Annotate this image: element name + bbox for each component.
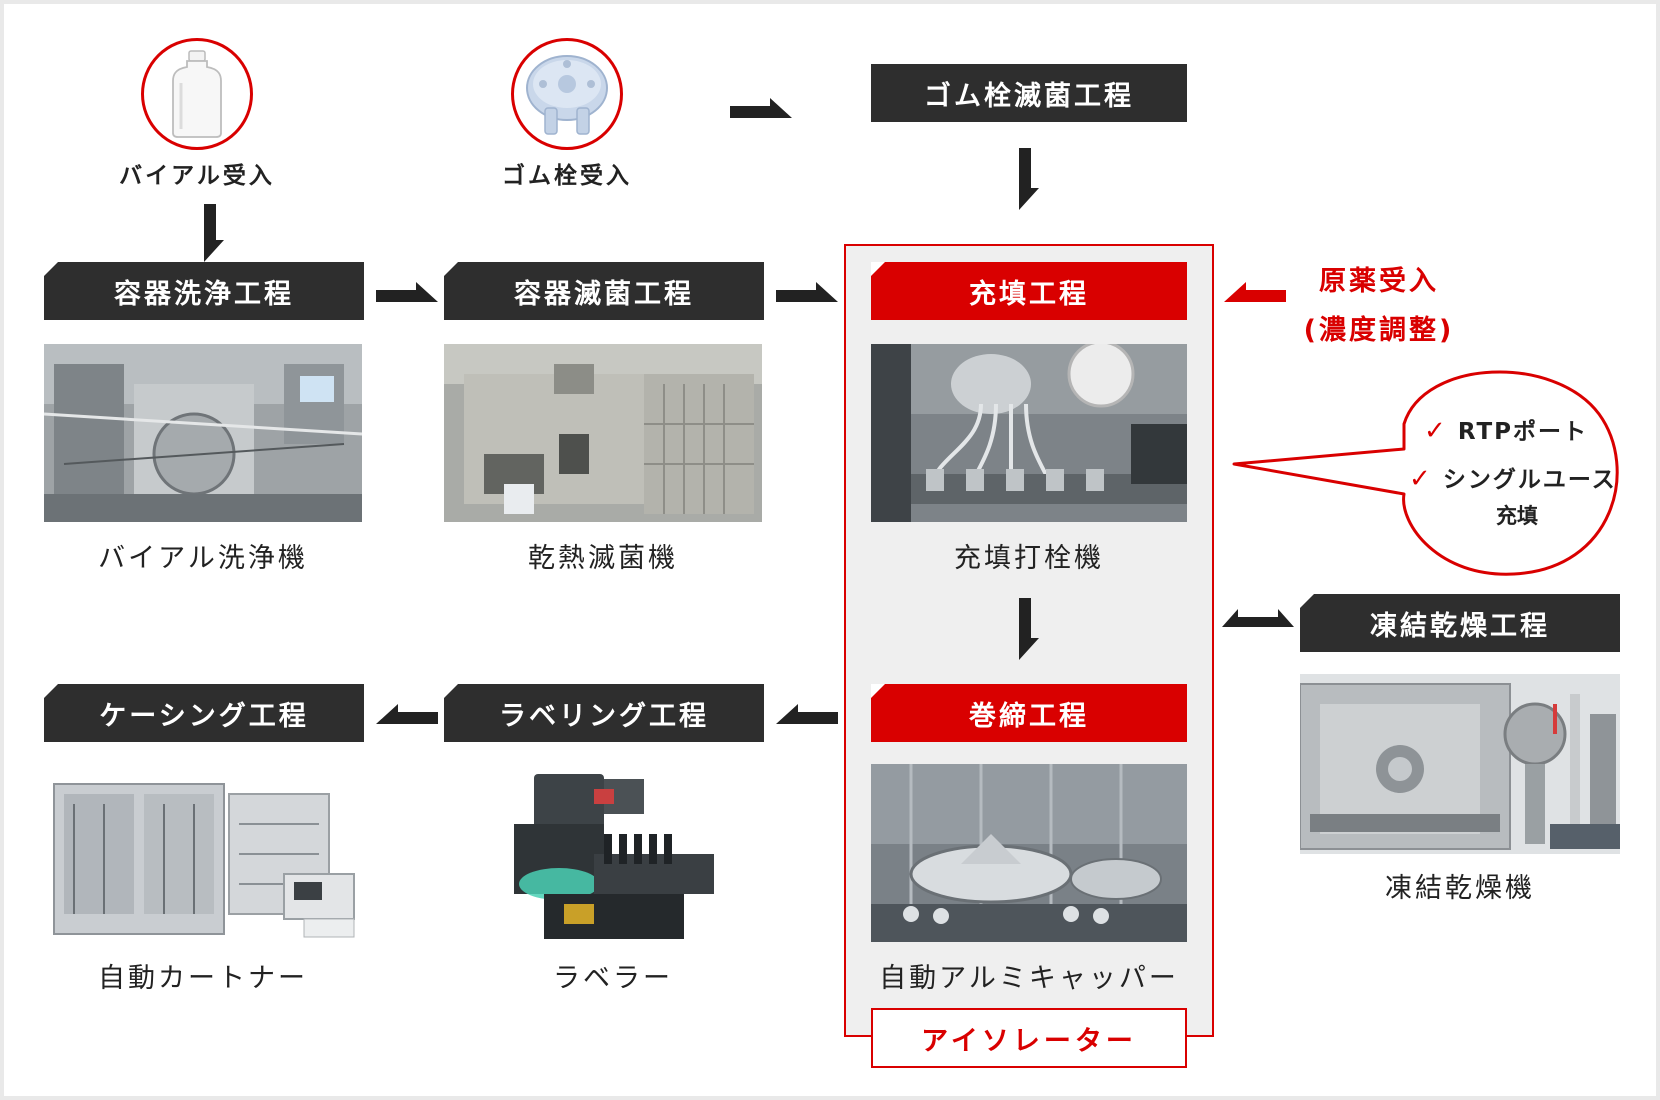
arrow-down-icon xyxy=(200,204,224,262)
filling-stoppering-machine-photo xyxy=(871,344,1187,522)
callout-bubble xyxy=(1232,370,1619,576)
filling-stoppering-caption: 充填打栓機 xyxy=(954,543,1104,574)
process-flow-diagram: アイソレーター バイアル受入 ゴム栓受入 ゴム栓滅菌工程 容器洗浄工程 容器滅菌… xyxy=(4,4,1656,1096)
step-filling: 充填工程 xyxy=(871,262,1187,320)
arrow-bidirectional-icon xyxy=(1222,607,1294,631)
rubber-stopper-intake-label: ゴム栓受入 xyxy=(502,163,632,189)
isolator-label: アイソレーター xyxy=(871,1008,1187,1068)
arrow-left-icon xyxy=(776,704,838,728)
arrow-right-icon xyxy=(376,282,438,306)
vial-icon xyxy=(141,38,253,150)
labeler-photo xyxy=(444,764,762,942)
step-container-sterilization: 容器滅菌工程 xyxy=(444,262,764,320)
arrow-right-icon xyxy=(776,282,838,306)
check-icon: ✓ xyxy=(1409,464,1433,494)
check-icon: ✓ xyxy=(1424,416,1448,446)
arrow-left-icon xyxy=(376,704,438,728)
arrow-down-icon xyxy=(1015,598,1039,660)
freeze-dryer-photo xyxy=(1300,674,1620,854)
step-freeze-drying: 凍結乾燥工程 xyxy=(1300,594,1620,652)
labeler-caption: ラベラー xyxy=(553,963,673,994)
vial-intake-label: バイアル受入 xyxy=(119,163,275,189)
auto-aluminum-capper-photo xyxy=(871,764,1187,942)
step-casing: ケーシング工程 xyxy=(44,684,364,742)
api-intake-note: (濃度調整) xyxy=(1303,315,1455,346)
arrow-down-icon xyxy=(1015,148,1039,210)
callout-item-single-use: ✓ シングルユース xyxy=(1409,460,1617,494)
auto-cartoner-caption: 自動カートナー xyxy=(98,963,308,994)
freeze-dryer-caption: 凍結乾燥機 xyxy=(1385,873,1535,904)
callout-item-rtp-port-text: RTPポート xyxy=(1457,419,1589,445)
callout-item-rtp-port: ✓ RTPポート xyxy=(1424,412,1588,446)
step-rubber-stopper-sterilization: ゴム栓滅菌工程 xyxy=(871,64,1187,122)
auto-aluminum-capper-caption: 自動アルミキャッパー xyxy=(879,963,1179,994)
callout-item-single-use-text: シングルユース xyxy=(1442,467,1617,493)
vial-washer-caption: バイアル洗浄機 xyxy=(98,543,308,574)
api-intake-label: 原薬受入 xyxy=(1319,266,1439,297)
dry-heat-sterilizer-caption: 乾熱滅菌機 xyxy=(528,543,678,574)
rubber-stopper-icon xyxy=(511,38,623,150)
step-capping: 巻締工程 xyxy=(871,684,1187,742)
auto-cartoner-photo xyxy=(44,764,362,942)
callout-item-single-use-sub: 充填 xyxy=(1496,504,1538,528)
arrow-left-red-icon xyxy=(1224,282,1286,306)
dry-heat-sterilizer-photo xyxy=(444,344,762,522)
vial-washer-photo xyxy=(44,344,362,522)
step-container-washing: 容器洗浄工程 xyxy=(44,262,364,320)
step-labeling: ラベリング工程 xyxy=(444,684,764,742)
arrow-right-icon xyxy=(730,98,792,122)
